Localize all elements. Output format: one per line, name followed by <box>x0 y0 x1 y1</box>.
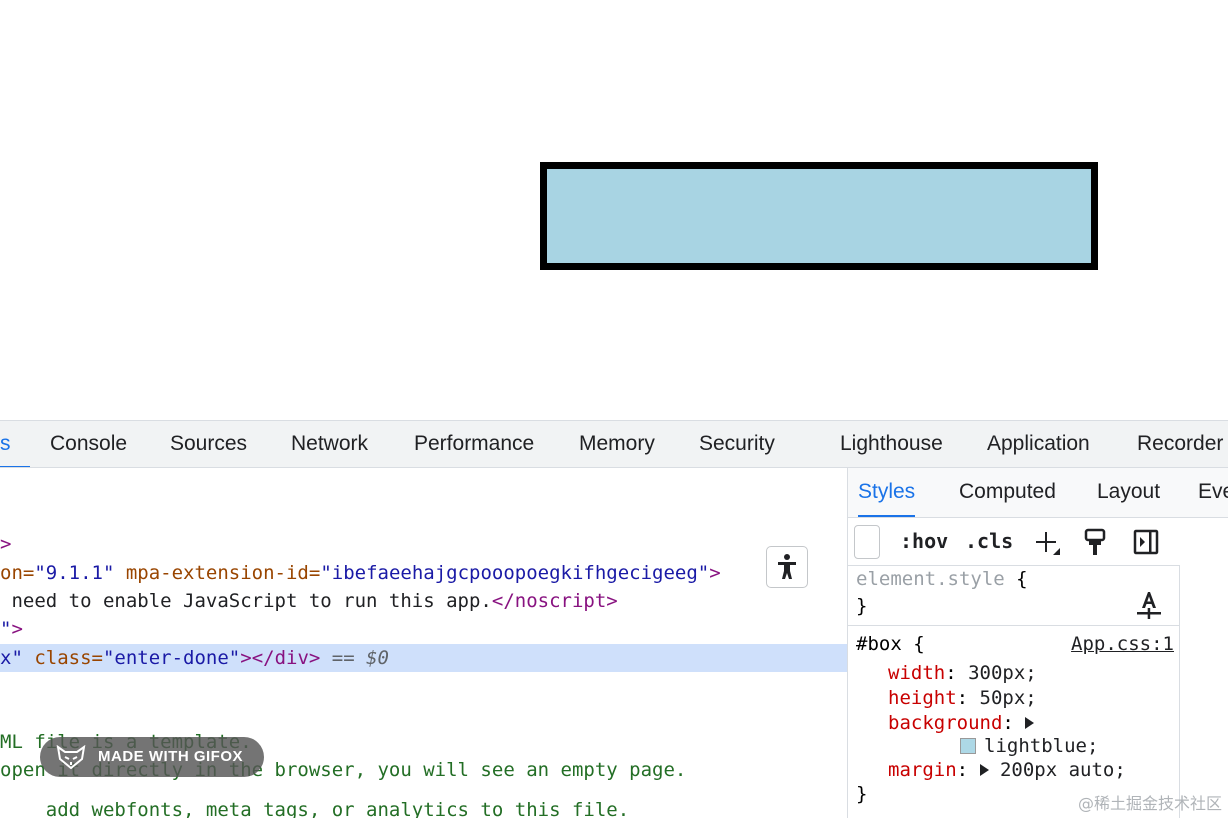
brace-close: } <box>856 595 868 617</box>
sidebar-tabbar: Styles Computed Layout Eve <box>848 468 1228 518</box>
comment-text: add webfonts, meta tags, or analytics to… <box>0 799 630 818</box>
tab-recorder[interactable]: Recorder <box>1137 432 1224 455</box>
tag-text: </noscript> <box>491 590 618 612</box>
tab-event-listeners[interactable]: Eve <box>1198 480 1228 503</box>
page-viewport <box>540 162 1098 270</box>
tab-computed[interactable]: Computed <box>959 480 1056 503</box>
expand-triangle-icon[interactable] <box>1025 717 1035 729</box>
attr-name: on= <box>0 562 35 584</box>
tag-text: ></div> <box>240 647 321 669</box>
source-link[interactable]: App.css:1 <box>1071 633 1174 655</box>
accessibility-tree-button[interactable] <box>766 546 808 588</box>
hov-toggle[interactable]: :hov <box>900 529 949 553</box>
paint-brush-icon[interactable] <box>1080 525 1112 559</box>
property-name: margin <box>888 759 957 781</box>
attr-value: " <box>0 618 12 640</box>
property-value: 200px auto; <box>999 759 1126 781</box>
text-node: need to enable JavaScript to run this ap… <box>0 590 492 612</box>
attr-value: "ibefaeehajgcpooopoegkifhgecigeeg" <box>320 562 710 584</box>
tab-layout[interactable]: Layout <box>1097 480 1161 503</box>
dom-line[interactable]: add webfonts, meta tags, or analytics to… <box>0 796 629 818</box>
attr-value: "enter-done" <box>102 647 241 669</box>
element-style-selector[interactable]: element.style <box>856 568 1005 590</box>
toggle-sidebar-icon[interactable] <box>1130 525 1162 559</box>
tab-memory[interactable]: Memory <box>579 432 655 455</box>
declaration-height[interactable]: height: 50px; <box>888 687 1037 709</box>
declaration-background[interactable]: background: <box>888 711 1035 736</box>
cls-toggle[interactable]: .cls <box>965 529 1014 553</box>
tab-styles[interactable]: Styles <box>858 468 916 517</box>
background-value-line: lightblue; <box>960 734 1098 759</box>
declaration-margin[interactable]: margin: 200px auto; <box>888 759 1126 781</box>
brace-open: { <box>1004 568 1028 590</box>
gifox-label: MADE WITH GIFOX <box>98 748 243 765</box>
watermark-text: @稀土掘金技术社区 <box>1077 794 1222 813</box>
pane-divider <box>1179 566 1180 818</box>
font-editor-icon[interactable] <box>1134 588 1164 622</box>
brace-open: { <box>901 633 925 655</box>
property-value: 50px; <box>968 687 1037 709</box>
property-name: width <box>888 662 946 684</box>
plus-icon[interactable] <box>1030 525 1062 559</box>
dom-line[interactable]: need to enable JavaScript to run this ap… <box>0 587 618 615</box>
dom-line[interactable]: on="9.1.1" mpa-extension-id="ibefaeehajg… <box>0 559 721 587</box>
element-style-rule: element.style { } <box>848 566 1180 626</box>
property-name: background <box>888 712 1003 734</box>
declaration-width[interactable]: width: 300px; <box>888 662 1037 684</box>
filter-input[interactable] <box>854 525 880 559</box>
tab-application[interactable]: Application <box>987 432 1090 455</box>
attr-value: "9.1.1" <box>34 562 115 584</box>
tab-console[interactable]: Console <box>50 432 128 455</box>
dom-line[interactable]: "> <box>0 615 23 643</box>
equals-sign: == <box>320 647 367 669</box>
styles-pane: Styles Computed Layout Eve :hov .cls <box>847 468 1228 818</box>
tab-lighthouse[interactable]: Lighthouse <box>840 432 943 455</box>
box-element <box>540 162 1098 270</box>
color-swatch[interactable] <box>960 738 976 754</box>
expand-triangle-icon[interactable] <box>979 764 989 776</box>
property-name: height <box>888 687 957 709</box>
dom-line-selected[interactable]: x" class="enter-done"></div> == $0 <box>0 644 847 672</box>
tag-text: > <box>0 533 12 555</box>
attr-value: x" <box>0 647 23 669</box>
selected-ref: $0 <box>366 647 389 669</box>
tab-network[interactable]: Network <box>291 432 369 455</box>
accessibility-icon <box>778 554 796 579</box>
property-value: lightblue; <box>984 735 1099 757</box>
attr-name: mpa-extension-id= <box>114 562 321 584</box>
brace-close: } <box>856 783 868 805</box>
tab-security[interactable]: Security <box>699 432 775 455</box>
tab-performance[interactable]: Performance <box>414 432 535 455</box>
tag-text: > <box>11 618 23 640</box>
gifox-badge: MADE WITH GIFOX <box>40 737 264 777</box>
styles-toolbar: :hov .cls <box>848 518 1180 566</box>
tab-sources[interactable]: Sources <box>170 432 248 455</box>
property-value: 300px; <box>956 662 1037 684</box>
rule-selector[interactable]: #box <box>856 633 902 655</box>
tab-elements[interactable]: s <box>0 421 30 467</box>
dom-line[interactable]: > <box>0 530 11 558</box>
attr-name: class= <box>22 647 103 669</box>
box-css-rule: #box { App.css:1 width: 300px; height: 5… <box>848 627 1180 818</box>
devtools-tabbar: s Console Sources Network Performance Me… <box>0 420 1228 468</box>
tag-text: > <box>709 562 721 584</box>
fox-logo-icon <box>56 745 86 769</box>
